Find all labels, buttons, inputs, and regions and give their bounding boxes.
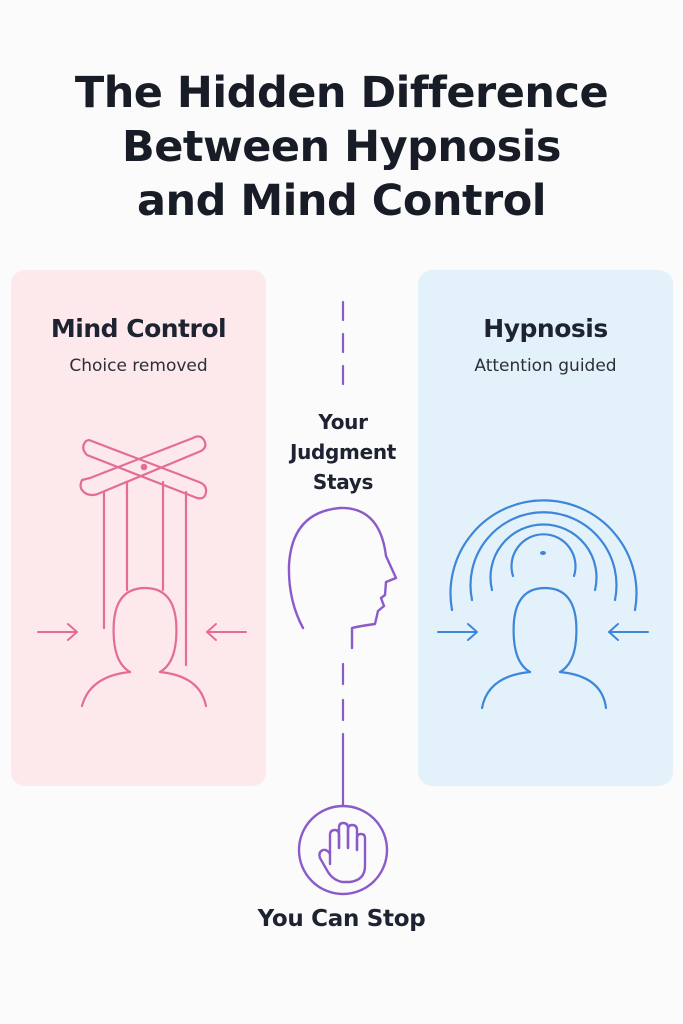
concentric-arcs-icon — [449, 499, 638, 710]
mind-control-heading: Mind Control — [50, 314, 227, 343]
judgment-label: Your Judgment Stays — [263, 407, 423, 497]
puppet-strings-icon — [79, 435, 208, 708]
judgment-label-line-1: Your — [318, 410, 368, 434]
mind-control-subtitle: Choice removed — [69, 356, 208, 376]
hypnosis-heading: Hypnosis — [483, 314, 608, 343]
raised-hand-icon — [297, 804, 389, 896]
inward-arrows-right — [437, 623, 649, 641]
title-line-3: and Mind Control — [136, 176, 547, 226]
you-can-stop-label: You Can Stop — [257, 906, 426, 932]
inward-arrows-left — [37, 623, 247, 641]
mind-control-panel: Mind Control Choice removed — [11, 270, 266, 786]
head-profile-icon — [287, 506, 398, 650]
judgment-label-line-2: Judgment — [289, 440, 397, 464]
hypnosis-panel: Hypnosis Attention guided — [418, 270, 673, 786]
hypnosis-subtitle: Attention guided — [474, 356, 617, 376]
title-line-2: Between Hypnosis — [121, 122, 562, 172]
page-title: The Hidden Difference Between Hypnosis a… — [0, 66, 683, 228]
judgment-label-line-3: Stays — [312, 470, 374, 494]
title-line-1: The Hidden Difference — [74, 68, 609, 118]
